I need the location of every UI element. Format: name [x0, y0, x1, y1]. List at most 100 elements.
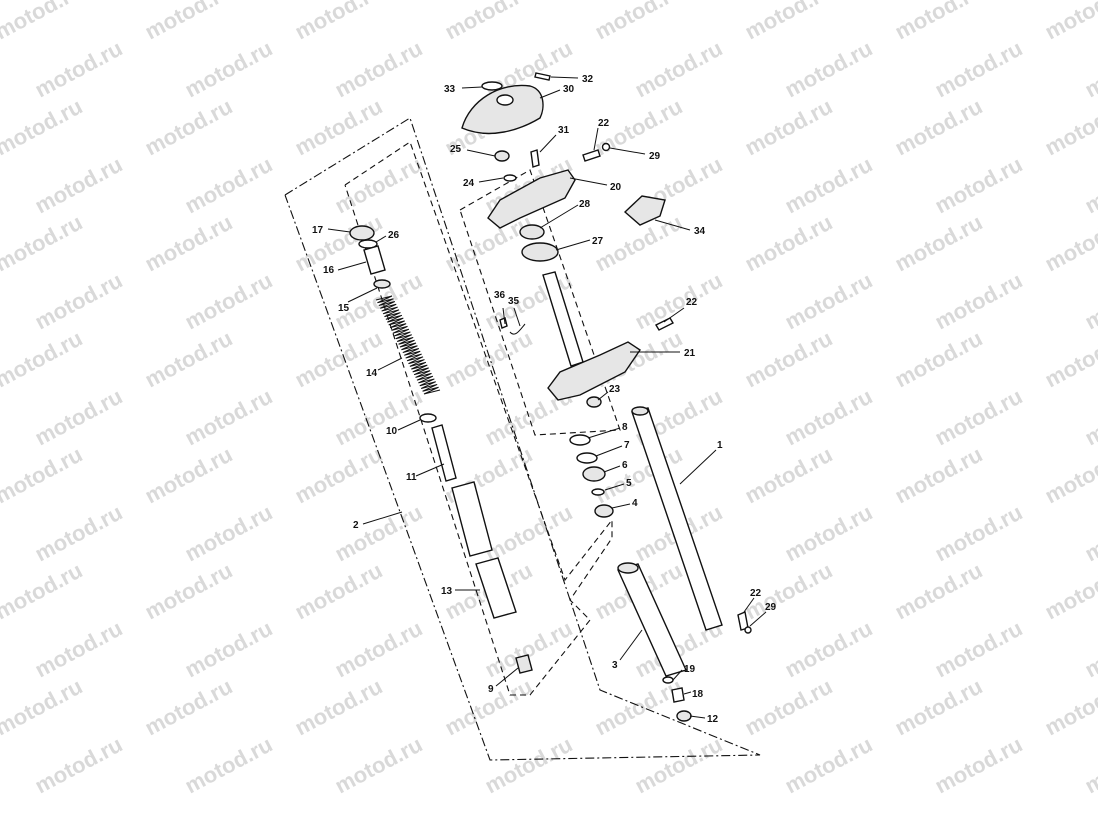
watermark-text: motod.ru [0, 94, 87, 161]
callout-34: 34 [694, 226, 706, 237]
callout-30: 30 [563, 84, 575, 95]
part-spring-14 [375, 295, 441, 395]
watermark-text: motod.ru [141, 674, 237, 741]
part-inner-tube-13 [451, 481, 517, 619]
leader-4 [611, 503, 631, 509]
watermark-text: motod.ru [181, 500, 277, 567]
leader-11 [415, 463, 445, 477]
leader-12 [689, 715, 706, 719]
watermark-text: motod.ru [1041, 558, 1098, 625]
watermark-text: motod.ru [631, 732, 727, 799]
watermark-text: motod.ru [931, 152, 1027, 219]
watermark-text: motod.ru [181, 616, 277, 683]
damper-group-boundary [344, 141, 613, 696]
leader-1 [679, 449, 717, 485]
part-bolt-22-upper [582, 149, 601, 162]
watermark-text: motod.ru [931, 500, 1027, 567]
part-bushing-4 [594, 504, 614, 518]
watermark-text: motod.ru [141, 558, 237, 625]
watermark-text: motod.ru [481, 500, 577, 567]
watermark-text: motod.ru [291, 326, 387, 393]
leader-22-mid [663, 307, 685, 323]
leader-3 [619, 629, 643, 661]
assembly-boundaries [284, 117, 761, 761]
part-wire-35 [509, 323, 526, 335]
callout-31: 31 [558, 125, 570, 136]
watermark-text: motod.ru [141, 0, 237, 44]
leader-33 [461, 86, 483, 89]
watermark-text: motod.ru [891, 210, 987, 277]
leader-15 [347, 287, 378, 303]
leader-22-top [593, 127, 599, 151]
watermark-text: motod.ru [441, 0, 537, 44]
callout-23: 23 [609, 384, 621, 395]
watermark-text: motod.ru [1041, 326, 1098, 393]
part-ring-26 [358, 239, 378, 249]
watermark-text: motod.ru [931, 36, 1027, 103]
part-lower-bracket [547, 341, 641, 401]
watermark-text: motod.ru [141, 94, 237, 161]
part-slider-top [617, 562, 639, 574]
watermark-text: motod.ru [481, 732, 577, 799]
callout-12: 12 [707, 714, 719, 725]
callout-labels: 33 32 30 25 31 22 29 24 20 34 28 27 17 2… [312, 74, 777, 725]
leader-lines [327, 76, 767, 719]
watermark-text: motod.ru [1081, 36, 1098, 103]
watermark-text: motod.ru [181, 152, 277, 219]
watermark-text: motod.ru [441, 326, 537, 393]
callout-19: 19 [684, 664, 696, 675]
watermark-text: motod.ru [331, 732, 427, 799]
watermark-text: motod.ru [631, 268, 727, 335]
callout-28: 28 [579, 199, 591, 210]
part-top-cover [461, 84, 544, 135]
leader-35 [513, 307, 521, 327]
part-washer-19 [662, 676, 674, 684]
callout-21: 21 [684, 348, 696, 359]
watermark-text: motod.ru [631, 36, 727, 103]
watermark-text: motod.ru [1041, 210, 1098, 277]
part-clip-36 [499, 317, 508, 329]
watermark-text: motod.ru [331, 36, 427, 103]
watermark-text: motod.ru [931, 384, 1027, 451]
callout-4: 4 [632, 498, 638, 509]
leader-36 [502, 307, 506, 325]
leader-29-low [749, 611, 767, 627]
callout-3: 3 [612, 660, 618, 671]
watermark-text: motod.ru [31, 500, 127, 567]
watermark-text: motod.ru [31, 152, 127, 219]
callout-13: 13 [441, 586, 453, 597]
watermark-text: motod.ru [741, 674, 837, 741]
callout-17: 17 [312, 225, 324, 236]
leader-17 [327, 228, 351, 233]
watermark-text: motod.ru [1041, 94, 1098, 161]
part-bolt-31 [530, 149, 540, 168]
callout-36: 36 [494, 290, 506, 301]
callout-5: 5 [626, 478, 632, 489]
callout-33: 33 [444, 84, 456, 95]
watermark-text: motod.ru [0, 674, 87, 741]
watermark-text: motod.ru [891, 0, 987, 44]
callout-18: 18 [692, 689, 704, 700]
watermark-text: motod.ru [31, 732, 127, 799]
watermark-text: motod.ru [781, 616, 877, 683]
part-seal-6 [582, 466, 606, 482]
leader-8 [587, 427, 621, 439]
callout-29-top: 29 [649, 151, 661, 162]
watermark-text: motod.ru [1081, 616, 1098, 683]
leader-7 [595, 445, 623, 457]
watermark-text: motod.ru [1041, 0, 1098, 44]
watermark-text: motod.ru [781, 152, 877, 219]
watermark-text: motod.ru [781, 36, 877, 103]
callout-32: 32 [582, 74, 594, 85]
watermark-text: motod.ru [1081, 732, 1098, 799]
part-ring-7 [576, 452, 598, 464]
watermark-text: motod.ru [781, 732, 877, 799]
watermark-text: motod.ru [141, 326, 237, 393]
leader-9 [495, 667, 519, 687]
callout-27: 27 [592, 236, 604, 247]
watermark-text: motod.ru [591, 0, 687, 44]
callout-35: 35 [508, 296, 520, 307]
part-nut-25 [494, 150, 510, 162]
leader-30 [539, 89, 561, 99]
watermark-text: motod.ru [781, 384, 877, 451]
